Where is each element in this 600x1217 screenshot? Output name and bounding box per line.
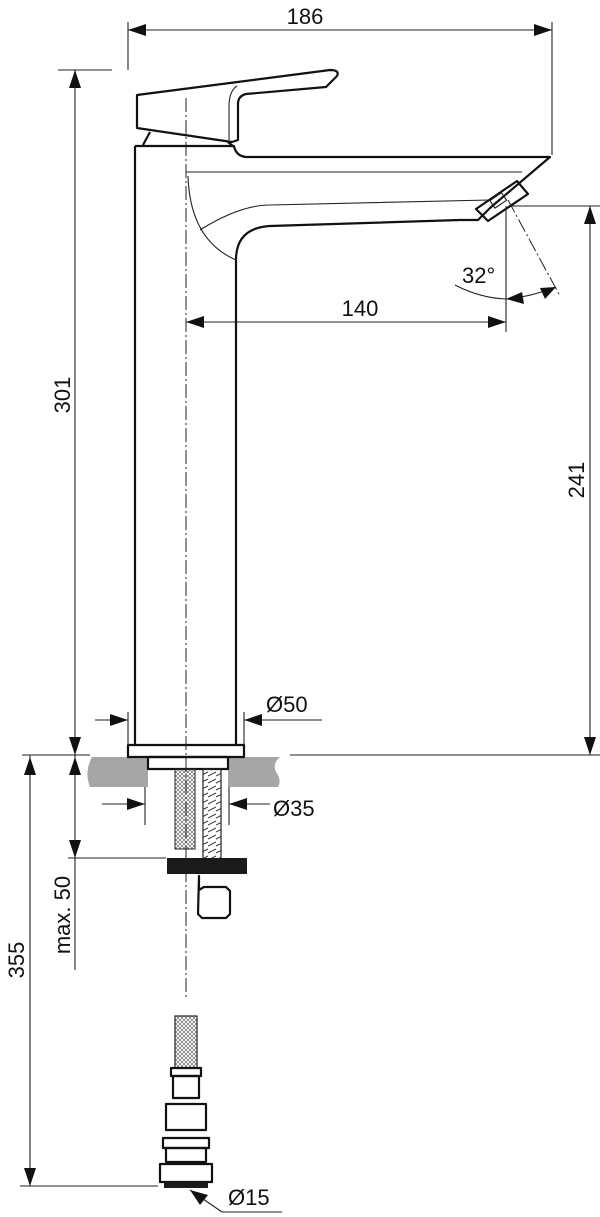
countertop [87, 754, 600, 787]
dim-label-spout-reach: 140 [342, 296, 379, 321]
dim-label-hole-diameter: Ø35 [273, 796, 315, 821]
dim-label-connection-diameter: Ø15 [228, 1185, 270, 1210]
dim-label-hose-length: 355 [4, 942, 29, 979]
dim-overall-width [127, 22, 553, 155]
dim-base-diameter [95, 712, 322, 745]
dim-label-base-diameter: Ø50 [266, 692, 308, 717]
dim-hose-length [20, 754, 158, 1187]
dim-label-max-deck-thickness: max. 50 [50, 876, 75, 954]
dim-spout-reach [186, 206, 507, 332]
dim-max-deck-thickness [68, 755, 166, 970]
faucet-body [126, 68, 552, 771]
supply-connections [158, 768, 247, 1188]
dim-overall-height [58, 69, 112, 755]
centerlines [185, 98, 561, 1000]
dim-label-spout-height: 241 [564, 462, 589, 499]
dim-connection-diameter [189, 1189, 282, 1213]
dim-label-spout-angle: 32° [462, 263, 495, 288]
dim-hole-diameter [102, 787, 270, 825]
dim-label-overall-height: 301 [50, 377, 75, 414]
dim-label-overall-width: 186 [287, 4, 324, 29]
dim-spout-height [512, 205, 600, 755]
dim-spout-angle [454, 284, 557, 304]
